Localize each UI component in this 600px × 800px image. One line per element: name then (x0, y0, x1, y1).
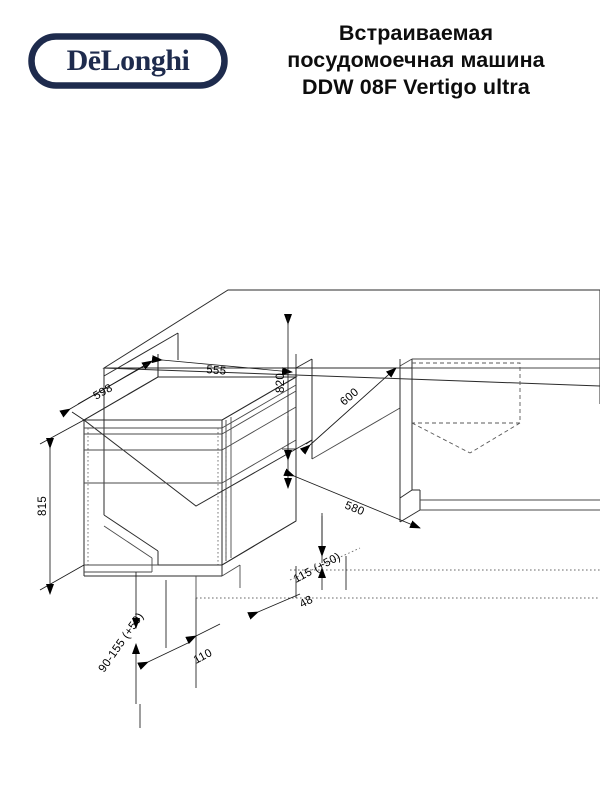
dimension-110: 110 (137, 580, 221, 670)
left-plinth-rails (84, 514, 159, 573)
dimension-555: 555 (151, 354, 297, 378)
title-line-1: Встраиваемая (338, 21, 494, 45)
title-line-2: посудомоечная машина (287, 48, 545, 72)
dimension-label-110: 110 (192, 647, 215, 667)
dimension-598: 598 (59, 354, 159, 421)
installation-drawing: 598 555 820 600 (0, 128, 600, 800)
dimension-label-580: 580 (343, 500, 366, 519)
dishwasher-body (82, 376, 298, 598)
logo-frame-icon (28, 33, 228, 89)
product-title: Встраиваемая посудомоечная машина DDW 08… (236, 20, 596, 101)
logo-wordmark: DēLonghi (66, 44, 190, 77)
dimension-115: 115 (+50) (289, 513, 361, 590)
dimension-600: 600 (299, 359, 401, 455)
drawing-canvas: 598 555 820 600 (37, 289, 600, 728)
dimension-label-555: 555 (206, 364, 227, 378)
title-line-3: DDW 08F Vertigo ultra (302, 75, 530, 99)
dimension-extension-tails (139, 648, 197, 728)
dimension-label-820: 820 (275, 373, 287, 393)
dimension-580: 580 (283, 468, 421, 529)
cabinet-carcass (295, 358, 600, 523)
dimension-label-48: 48 (298, 594, 315, 611)
dimension-label-600: 600 (338, 386, 361, 408)
dimension-820: 820 (275, 314, 296, 489)
dimension-815: 815 (37, 419, 85, 595)
dimension-label-115: 115 (+50) (292, 551, 343, 586)
dimension-90-155: 90-155 (+50) (97, 572, 147, 704)
header: DēLonghi Встраиваемая посудомоечная маши… (0, 0, 600, 128)
floor-reference-lines (196, 569, 600, 599)
dimension-48: 48 (247, 566, 315, 620)
dimension-label-90-155: 90-155 (+50) (97, 611, 147, 675)
dimension-label-815: 815 (37, 496, 49, 516)
delonghi-logo: DēLonghi (28, 33, 228, 89)
